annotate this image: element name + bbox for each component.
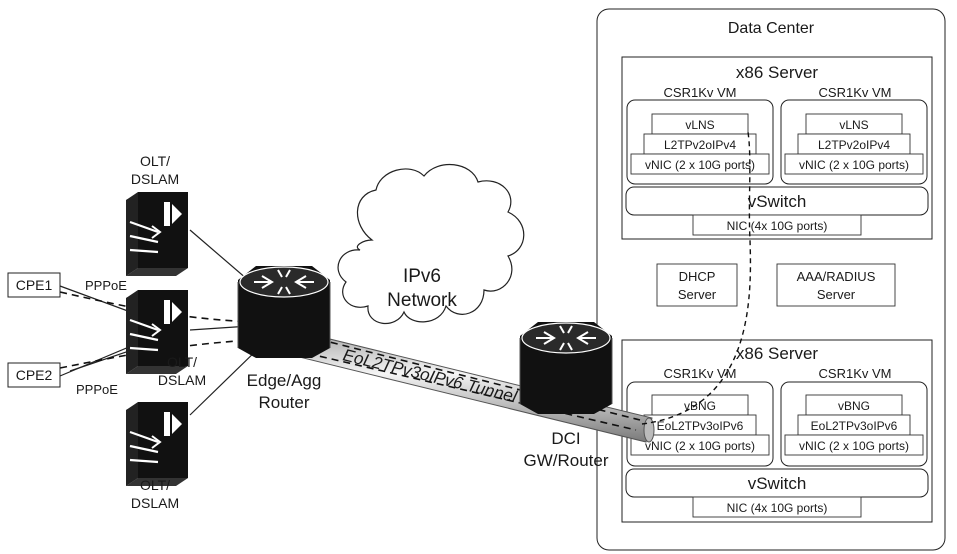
nic-label-top: NIC (4x 10G ports): [727, 219, 828, 233]
nic-box-bottom: [692, 496, 862, 518]
ipv6-cloud: [337, 163, 525, 325]
vnic-box-bottom-left: [630, 434, 770, 456]
vbng-label-right: vBNG: [838, 399, 870, 413]
cpe2-label: CPE2: [16, 367, 53, 383]
vm-bottom-right-title: CSR1Kv VM: [819, 366, 892, 381]
aaa-line2: Server: [817, 287, 856, 302]
vm-top-left-title: CSR1Kv VM: [664, 85, 737, 100]
data-center-title: Data Center: [728, 20, 815, 37]
vnic-box-top-right: [784, 153, 924, 175]
vnic-label-bottom-left: vNIC (2 x 10G ports): [645, 439, 755, 453]
dhcp-server-box: [656, 263, 738, 307]
edge-router-line1: Edge/Agg: [247, 371, 322, 390]
olt-top-line1: OLT/: [140, 153, 170, 169]
dci-router-line2: GW/Router: [523, 451, 608, 470]
olt-bottom-line2: DSLAM: [131, 495, 179, 511]
eol2tp-label-left: EoL2TPv3oIPv6: [657, 419, 744, 433]
ipv6-cloud-line2: Network: [387, 290, 457, 311]
l2tp-label-left: L2TPv2oIPv4: [664, 138, 736, 152]
cpe2-protocol: PPPoE: [76, 382, 118, 397]
vswitch-bottom-label: vSwitch: [748, 474, 807, 493]
olt-top-icon: [124, 190, 190, 278]
server-bottom-title: x86 Server: [736, 344, 819, 363]
olt-middle-line2: DSLAM: [158, 372, 206, 388]
l2tp-label-right: L2TPv2oIPv4: [818, 138, 890, 152]
ipv6-cloud-line1: IPv6: [403, 266, 441, 287]
server-top-title: x86 Server: [736, 63, 819, 82]
link-olt-bottom-edge: [189, 344, 263, 416]
aaa-server-box: [776, 263, 896, 307]
vnic-label-top-left: vNIC (2 x 10G ports): [645, 158, 755, 172]
nic-box-top: [692, 214, 862, 236]
olt-bottom-line1: OLT/: [140, 477, 170, 493]
dhcp-line2: Server: [678, 287, 717, 302]
dci-router-line1: DCI: [551, 429, 580, 448]
aaa-line1: AAA/RADIUS: [797, 269, 876, 284]
edge-router-line2: Router: [258, 393, 309, 412]
vnic-box-bottom-right: [784, 434, 924, 456]
cpe1-box: [7, 272, 61, 298]
cpe1-protocol: PPPoE: [85, 278, 127, 293]
vbng-label-left: vBNG: [684, 399, 716, 413]
edge-router-icon: [237, 265, 331, 359]
vlns-label-left: vLNS: [685, 118, 714, 132]
eol2tp-label-right: EoL2TPv3oIPv6: [811, 419, 898, 433]
vnic-box-top-left: [630, 153, 770, 175]
vnic-label-top-right: vNIC (2 x 10G ports): [799, 158, 909, 172]
dhcp-line1: DHCP: [679, 269, 716, 284]
nic-label-bottom: NIC (4x 10G ports): [727, 501, 828, 515]
vswitch-top-label: vSwitch: [748, 192, 807, 211]
cpe1-label: CPE1: [16, 277, 53, 293]
dci-router-icon: [519, 321, 613, 415]
vnic-label-bottom-right: vNIC (2 x 10G ports): [799, 439, 909, 453]
vm-bottom-left-title: CSR1Kv VM: [664, 366, 737, 381]
vlns-label-right: vLNS: [839, 118, 868, 132]
l2tp-dashed-path: [641, 131, 752, 425]
tunnel-label: EoL2TPv3oIPv6 Tunnel: [341, 345, 520, 406]
vm-top-right-title: CSR1Kv VM: [819, 85, 892, 100]
olt-middle-line1: OLT/: [167, 354, 197, 370]
cpe2-box: [7, 362, 61, 388]
olt-bottom-icon: [124, 400, 190, 488]
olt-top-line2: DSLAM: [131, 171, 179, 187]
